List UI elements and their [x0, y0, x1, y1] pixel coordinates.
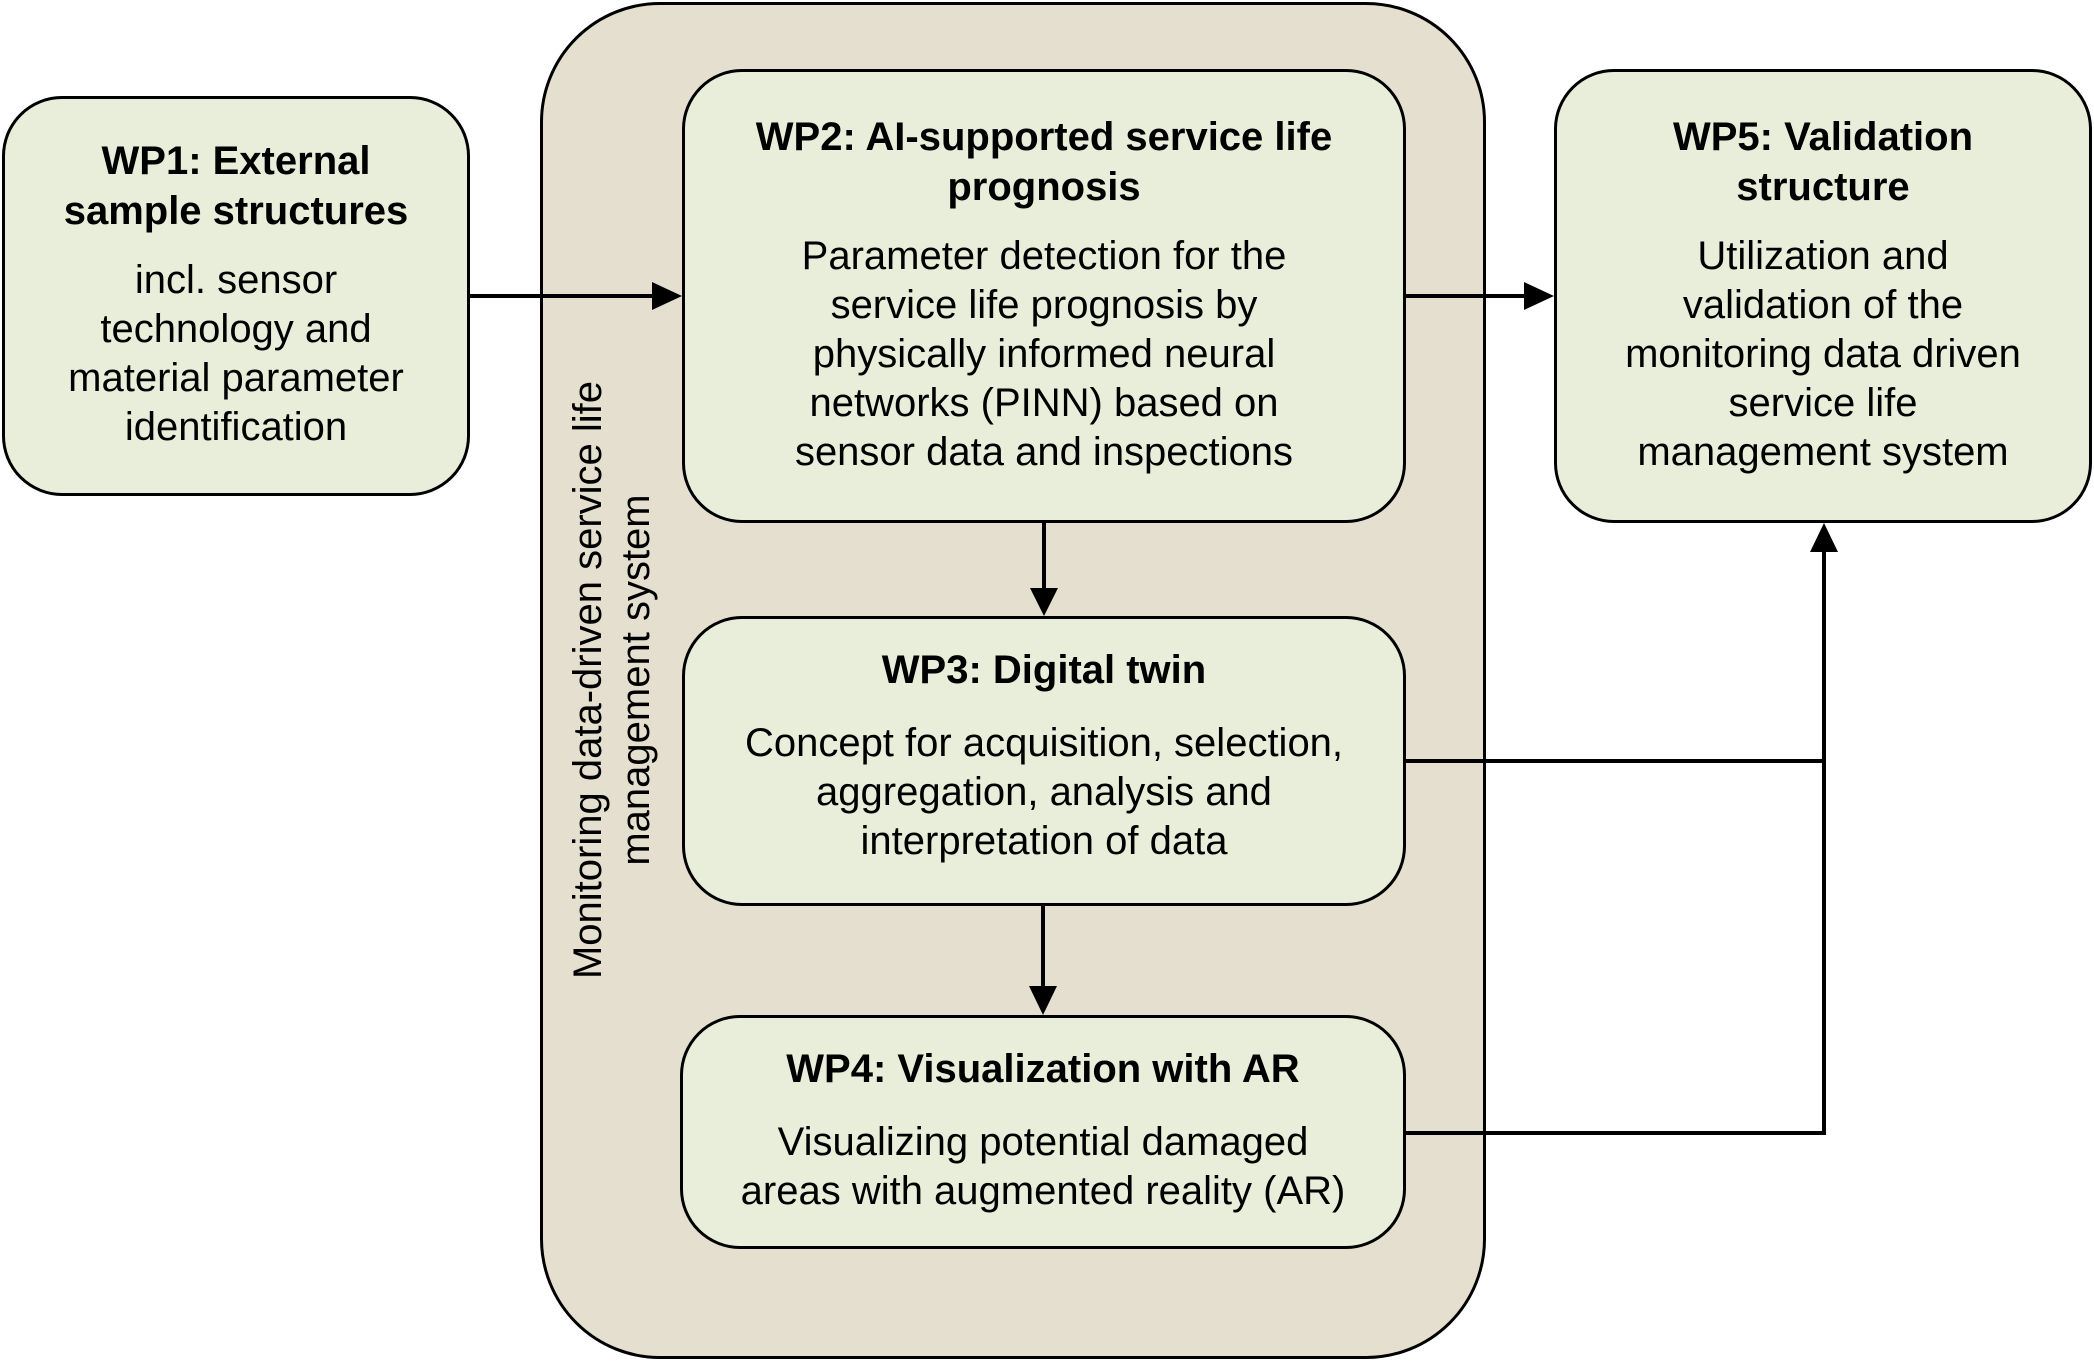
- wp3-body-line: Concept for acquisition, selection,: [744, 721, 1344, 765]
- wp1-body-line: material parameter: [68, 356, 404, 400]
- wp2-body-line: physically informed neural: [812, 332, 1276, 376]
- wp2-title-line2: prognosis: [947, 165, 1141, 209]
- wp2-box[interactable]: WP2: AI-supported service life prognosis…: [682, 69, 1406, 523]
- wp5-body-line: Utilization and: [1697, 234, 1949, 278]
- wp2-body-line: service life prognosis by: [830, 283, 1258, 327]
- wp1-body-line: identification: [124, 405, 348, 449]
- wp3-body-line: interpretation of data: [860, 819, 1228, 863]
- wp5-body-line: service life: [1728, 381, 1918, 425]
- wp5-title-line1: WP5: Validation: [1672, 115, 1974, 159]
- wp2-body-line: Parameter detection for the: [801, 234, 1287, 278]
- wp2-title-line1: WP2: AI-supported service life: [755, 115, 1333, 159]
- wp5-body-line: management system: [1637, 430, 2009, 474]
- wp3-body-line: aggregation, analysis and: [816, 770, 1272, 814]
- wp3-title: WP3: Digital twin: [881, 648, 1207, 692]
- wp5-body-line: monitoring data driven: [1625, 332, 2021, 376]
- system-label: Monitoring data-driven service life mana…: [566, 370, 658, 990]
- wp1-body-line: incl. sensor: [134, 258, 338, 302]
- wp5-title-line2: structure: [1736, 165, 1910, 209]
- wp1-body-line: technology and: [100, 307, 372, 351]
- wp4-body-line: Visualizing potential damaged: [777, 1120, 1309, 1164]
- wp4-box[interactable]: WP4: Visualization with AR Visualizing p…: [680, 1015, 1406, 1249]
- arrowhead-into-wp5: [1810, 523, 1838, 552]
- wp5-box[interactable]: WP5: Validation structure Utilization an…: [1554, 69, 2092, 523]
- wp5-body-line: validation of the: [1682, 283, 1964, 327]
- wp4-title: WP4: Visualization with AR: [786, 1047, 1300, 1091]
- wp4-body-line: areas with augmented reality (AR): [740, 1169, 1346, 1213]
- wp1-title-line2: sample structures: [63, 189, 409, 233]
- wp2-body-line: networks (PINN) based on: [809, 381, 1279, 425]
- wp1-box[interactable]: WP1: External sample structures incl. se…: [2, 96, 470, 496]
- system-label-text: Monitoring data-driven service life mana…: [566, 380, 658, 980]
- wp3-box[interactable]: WP3: Digital twin Concept for acquisitio…: [682, 616, 1406, 906]
- wp1-title-line1: WP1: External: [101, 139, 371, 183]
- wp2-body-line: sensor data and inspections: [794, 430, 1294, 474]
- arrowhead-wp2-to-wp5: [1524, 282, 1554, 310]
